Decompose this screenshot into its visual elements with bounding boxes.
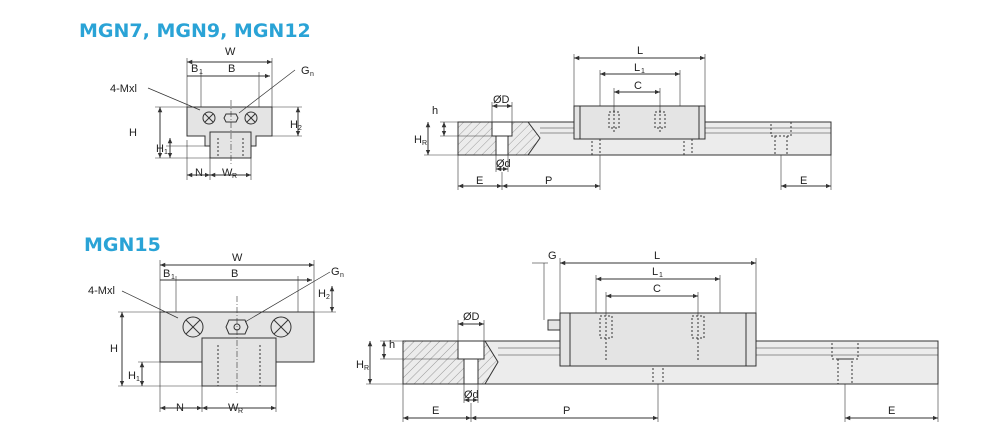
dim-d-15: ØD: [463, 311, 480, 323]
dim-h2-15: H: [318, 288, 326, 300]
dim-h1-sub: 1: [164, 149, 168, 156]
top-cross-section-labels: W B 1 B G n 4-Mxl H H 1 H 2 N W R: [110, 46, 314, 180]
bottom-cross-section-labels: W B 1 B G n 4-Mxl H H 1 H 2 N W R: [88, 252, 344, 415]
dim-l1-sub-15: 1: [659, 272, 663, 279]
dim-m: 4-Mxl: [110, 83, 137, 95]
dim-gn-sub-15: n: [340, 272, 344, 279]
dim-d: ØD: [493, 94, 510, 106]
dim-h1: H: [156, 143, 164, 155]
dim-b1-15: B: [163, 268, 170, 280]
dim-wr-sub: R: [232, 173, 237, 180]
dim-e-left: E: [476, 175, 483, 187]
dim-wr-sub-15: R: [238, 408, 243, 415]
dim-p-15: P: [563, 405, 570, 417]
bottom-cross-section: [118, 260, 336, 412]
dim-l-15: L: [654, 250, 660, 262]
dim-h: H: [129, 127, 137, 139]
dim-hr: H: [414, 134, 422, 146]
dim-w-15: W: [232, 252, 243, 264]
dim-b-15: B: [231, 268, 238, 280]
dim-hr-sub-15: R: [364, 365, 369, 372]
dim-h-small: h: [432, 105, 438, 117]
section-title-mgn7-9-12: MGN7, MGN9, MGN12: [79, 20, 311, 42]
dim-h2-sub: 2: [298, 125, 302, 132]
dim-b: B: [228, 63, 235, 75]
dim-b1-sub: 1: [199, 69, 203, 76]
dim-c-15: C: [653, 283, 661, 295]
dim-n-15: N: [176, 402, 184, 414]
dim-p: P: [545, 175, 552, 187]
dim-gn: G: [301, 65, 310, 77]
dim-l1-sub: 1: [641, 68, 645, 75]
dim-e-right-15: E: [888, 405, 895, 417]
dim-l: L: [637, 45, 643, 57]
dim-b1-sub-15: 1: [171, 274, 175, 281]
dim-e-left-15: E: [432, 405, 439, 417]
dim-h-15: H: [110, 343, 118, 355]
dim-gn-sub: n: [310, 71, 314, 78]
dim-l1: L: [634, 62, 640, 74]
dim-hr-sub: R: [422, 140, 427, 147]
dim-h1-sub-15: 1: [136, 376, 140, 383]
dim-d-small-15: Ød: [464, 389, 479, 401]
dim-h-small-15: h: [389, 339, 395, 351]
dim-m-15: 4-Mxl: [88, 285, 115, 297]
section-title-mgn15: MGN15: [84, 234, 161, 256]
dim-wr: W: [222, 167, 233, 179]
dim-gn-15: G: [331, 266, 340, 278]
dim-w: W: [225, 46, 236, 58]
dim-h2-sub-15: 2: [326, 294, 330, 301]
dim-wr-15: W: [228, 402, 239, 414]
dim-c: C: [634, 80, 642, 92]
bottom-side-view-labels: G L L 1 C ØD h H R Ød E P E: [356, 250, 895, 417]
dim-d-small: Ød: [496, 158, 511, 170]
dim-n: N: [195, 167, 203, 179]
top-cross-section: [147, 58, 302, 180]
dim-h2: H: [290, 119, 298, 131]
dim-e-right: E: [800, 175, 807, 187]
bottom-side-view: [366, 258, 939, 422]
top-side-view: [424, 54, 832, 190]
top-side-view-labels: L L 1 C ØD h H R Ød E P E: [414, 45, 807, 187]
dim-h1-15: H: [128, 370, 136, 382]
dim-l1-15: L: [652, 266, 658, 278]
dim-hr-15: H: [356, 359, 364, 371]
dim-g-15: G: [548, 250, 557, 262]
dim-b1: B: [191, 63, 198, 75]
